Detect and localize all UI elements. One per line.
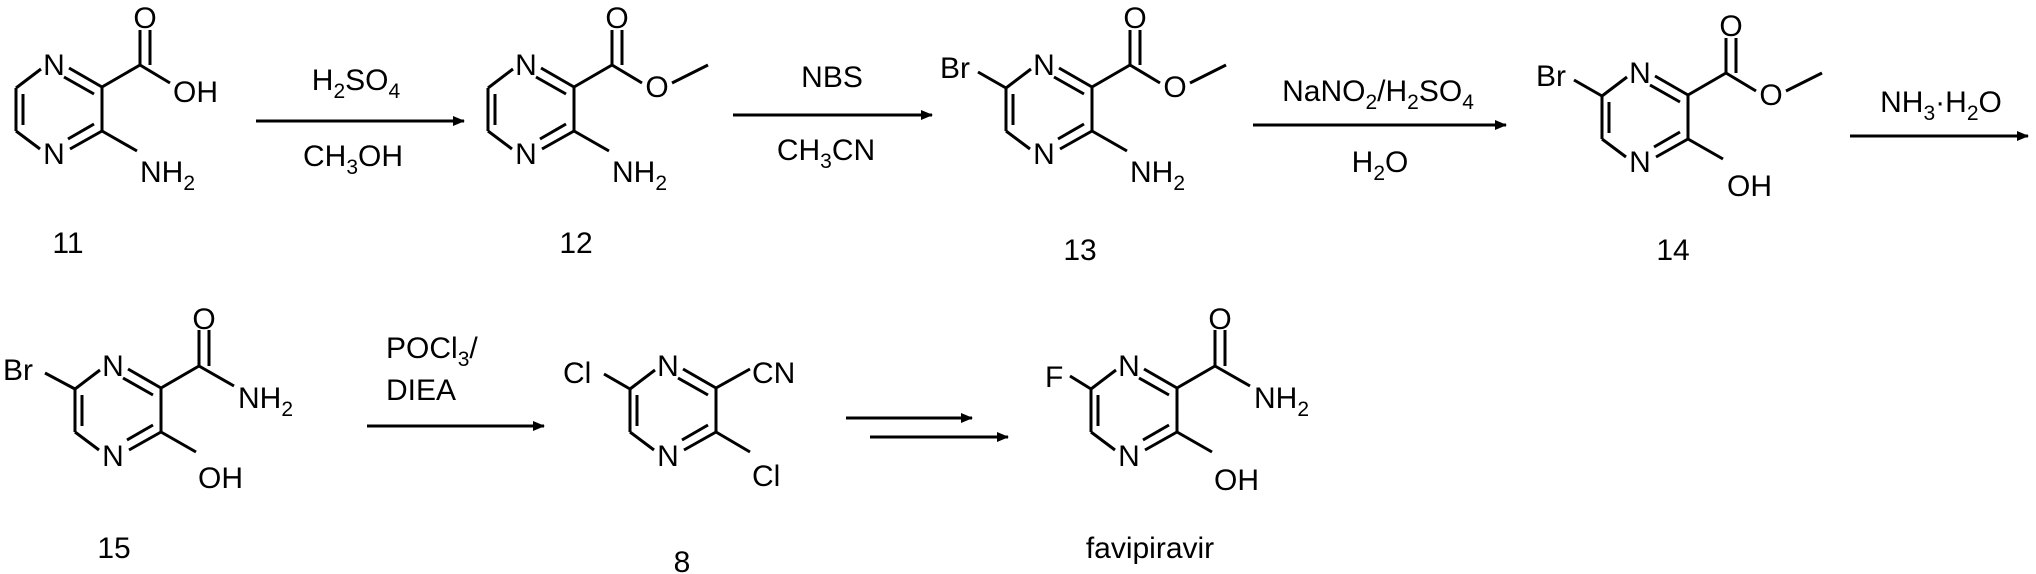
c12-o-carbonyl: O [605,2,628,35]
c14-label: 14 [1656,234,1689,267]
reaction-arrow-1: H2SO4 CH3OH [256,64,465,179]
c12-n2: N [515,138,537,171]
fav-oh: OH [1214,464,1259,497]
c12-n1: N [515,49,537,82]
fav-nh2: NH2 [1254,382,1309,421]
c15-label: 15 [97,532,130,565]
c14-n2: N [1629,146,1651,179]
compound-8: Cl N N CN Cl 8 [563,350,795,574]
c15-oh: OH [198,462,243,495]
c13-n1: N [1033,49,1055,82]
c15-o: O [192,303,215,336]
reaction-arrow-4: NH3·H2O [1850,86,2029,141]
c11-nh2: NH2 [140,156,195,195]
c8-cl-top: Cl [563,357,591,390]
reagent-h2o: H2O [1352,146,1409,185]
reagent-ch3oh: CH3OH [303,140,403,179]
compound-15: Br N N O NH2 OH 15 [3,303,293,565]
c11-oh: OH [173,76,218,109]
c11-o: O [133,2,156,35]
c8-n2: N [657,440,679,473]
c15-nh2: NH2 [238,382,293,421]
c15-br: Br [3,354,33,387]
c13-o-carbonyl: O [1123,2,1146,35]
reaction-arrow-5: POCl3/ DIEA [367,332,545,431]
reagent-diea: DIEA [386,374,456,407]
reaction-arrow-3: NaNO2/H2SO4 H2O [1253,75,1507,185]
reaction-arrow-2: NBS CH3CN [733,61,933,173]
c13-nh2: NH2 [1130,156,1185,195]
c8-n1: N [657,350,679,383]
fav-label: favipiravir [1086,532,1214,565]
c8-label: 8 [674,546,691,574]
multistep-arrows [846,413,1009,442]
c13-br: Br [940,52,970,85]
c13-label: 13 [1063,234,1096,267]
c12-nh2: NH2 [612,156,667,195]
fav-f: F [1045,361,1063,394]
reagent-pocl3: POCl3/ [386,332,478,371]
c12-o-ester: O [645,71,668,104]
compound-14: Br N N O O OH 14 [1536,10,1823,267]
c14-o-carbonyl: O [1719,10,1742,43]
c14-n1: N [1629,57,1651,90]
fav-n2: N [1118,440,1140,473]
fav-n1: N [1118,350,1140,383]
reagent-nh3-h2o: NH3·H2O [1880,86,2002,125]
c11-n2: N [43,138,65,171]
c14-br: Br [1536,60,1566,93]
reagent-nano2-h2so4: NaNO2/H2SO4 [1282,75,1474,114]
compound-12: N N O O NH2 12 [486,2,709,260]
c15-n2: N [102,440,124,473]
compound-favipiravir: F N N O NH2 OH favipiravir [1045,303,1309,565]
c13-n2: N [1033,138,1055,171]
c11-label: 11 [52,227,83,260]
c15-n1: N [102,350,124,383]
c14-o-ester: O [1759,79,1782,112]
c8-cn: CN [752,357,795,390]
c12-label: 12 [559,227,592,260]
compound-11: N N O OH NH2 11 [14,2,218,260]
reagent-nbs: NBS [801,61,863,94]
compound-13: Br N N O O NH2 13 [940,2,1227,267]
c11-n1: N [43,49,65,82]
reagent-ch3cn: CH3CN [777,134,875,173]
fav-o: O [1208,303,1231,336]
c13-o-ester: O [1163,71,1186,104]
c8-cl-bottom: Cl [752,460,780,493]
c14-oh: OH [1727,170,1772,203]
reagent-h2so4: H2SO4 [312,64,401,103]
